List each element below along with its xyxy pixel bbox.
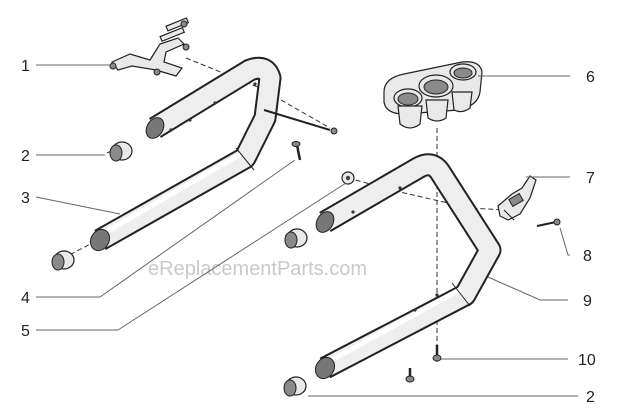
leader-lines [35,64,578,397]
left-handle-tube [89,56,282,252]
callout-9: 9 [583,293,592,310]
callout-8: 8 [583,248,592,265]
clamp [497,175,537,221]
handle-bracket [109,17,190,77]
screw-bottom [405,368,415,383]
screw-part-10 [432,345,442,362]
screw-part-4 [291,141,302,161]
right-handle-tube [314,153,502,380]
callout-3: 3 [21,190,30,207]
callout-numbers: 1 2 3 4 5 6 7 8 9 10 2 [21,58,596,406]
callout-7: 7 [586,170,595,187]
callout-5: 5 [21,323,30,340]
callout-6: 6 [586,69,595,86]
cup-holder [383,61,483,129]
watermark-text: eReplacementParts.com [148,258,367,280]
end-cap-right-upper [284,228,308,249]
callout-2-lower: 2 [586,389,595,406]
end-cap-upper-left [109,141,133,162]
nut [341,171,355,185]
screw-part-8 [536,218,561,227]
callout-1: 1 [21,58,30,75]
callout-2-upper: 2 [21,148,30,165]
callout-10: 10 [578,352,596,369]
end-cap-lower-left [51,250,75,271]
screw-upper-left [263,109,338,135]
end-cap-right-lower [283,376,307,397]
callout-4: 4 [21,290,30,307]
